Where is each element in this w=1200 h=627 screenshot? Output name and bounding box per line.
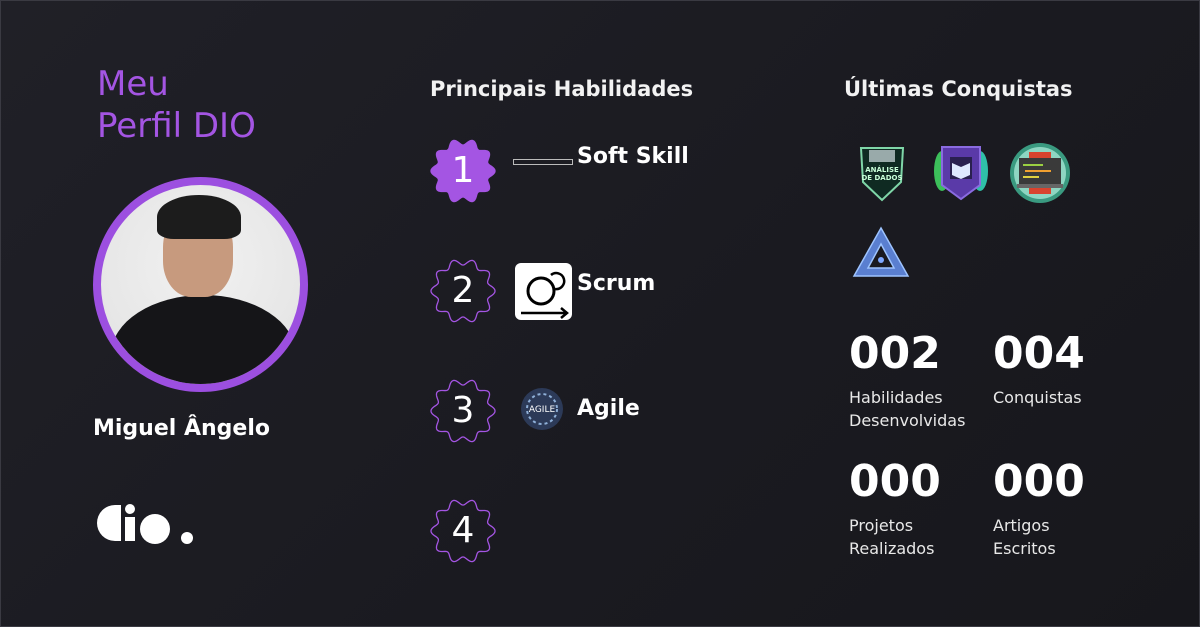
svg-text:DE DADOS: DE DADOS xyxy=(861,174,902,182)
triangle-logo-badge-icon xyxy=(852,226,910,277)
title-line-2: Perfil DIO xyxy=(97,106,256,146)
skills-heading: Principais Habilidades xyxy=(430,77,694,101)
stat-value-achievements: 004 xyxy=(993,328,1085,379)
rank-badge-4: 4 xyxy=(429,497,497,565)
stat-value-projects: 000 xyxy=(849,456,941,507)
scrum-cycle-icon xyxy=(515,263,572,320)
dio-logo-icon xyxy=(97,504,193,544)
stat-value-skills: 002 xyxy=(849,328,941,379)
skill-label-2: Scrum xyxy=(577,271,656,296)
stat-label-achievements: Conquistas xyxy=(993,388,1082,407)
rank-badge-1: 1 xyxy=(429,137,497,205)
skill-label-1: Soft Skill xyxy=(577,144,689,169)
title-line-1: Meu xyxy=(97,64,169,104)
broken-image-icon xyxy=(513,159,573,165)
skill-label-3: Agile xyxy=(577,396,640,421)
achievements-heading: Últimas Conquistas xyxy=(844,77,1073,101)
page-title: Meu Perfil DIO xyxy=(97,63,256,147)
avatar xyxy=(93,177,308,392)
analise-de-dados-badge-icon: ANÁLISE DE DADOS xyxy=(859,147,905,202)
agile-badge-icon: AGILE xyxy=(521,388,563,430)
rank-badge-3: 3 xyxy=(429,377,497,445)
svg-text:ANÁLISE: ANÁLISE xyxy=(865,165,899,174)
svg-text:AGILE: AGILE xyxy=(529,405,556,415)
user-name: Miguel Ângelo xyxy=(93,416,270,441)
laptop-code-badge-icon xyxy=(1010,143,1070,203)
book-shield-badge-icon xyxy=(934,146,988,201)
stat-value-articles: 000 xyxy=(993,456,1085,507)
rank-badge-2: 2 xyxy=(429,257,497,325)
